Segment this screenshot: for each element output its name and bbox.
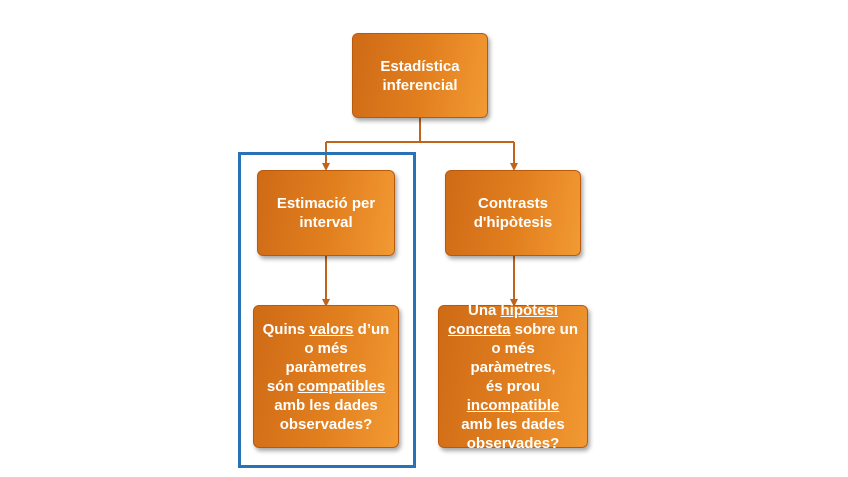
node-estimacio-question: Quins valors d’un o més paràmetres són c… xyxy=(253,305,399,448)
eq-l5: observades? xyxy=(279,415,373,433)
root-label-line1: Estadística xyxy=(380,57,460,75)
cq-l6: amb les dades xyxy=(461,415,565,433)
eq-l1c: d’un xyxy=(353,320,390,338)
estimacio-label-line2: interval xyxy=(299,214,353,231)
node-contrasts-question: Una hipòtesi concreta sobre un o més par… xyxy=(438,301,588,452)
cq-l7: observades? xyxy=(466,434,560,452)
eq-l3a: són xyxy=(266,377,298,395)
eq-l2: o més paràmetres xyxy=(285,339,367,376)
node-contrasts-hipotesis: Contrasts d'hipòtesis xyxy=(445,170,581,256)
cq-l4: és prou xyxy=(485,377,541,395)
cq-keyword-concreta: concreta xyxy=(447,320,511,338)
eq-l1a: Quins xyxy=(262,320,310,338)
contrasts-label-line1: Contrasts xyxy=(477,195,548,212)
eq-keyword-valors: valors xyxy=(309,320,354,338)
cq-l1a: Una xyxy=(467,301,501,319)
eq-l4: amb les dades xyxy=(274,396,378,414)
root-label-line2: inferencial xyxy=(382,76,458,94)
node-estadistica-inferencial: Estadística inferencial xyxy=(352,33,488,118)
estimacio-label-line1: Estimació per xyxy=(276,195,376,212)
highlight-frame-estimacio xyxy=(238,152,416,468)
contrasts-label-line2: d'hipòtesis xyxy=(473,214,553,231)
cq-keyword-hipotesi: hipòtesi xyxy=(500,301,559,319)
cq-l2b: sobre un xyxy=(510,320,579,338)
cq-l3: o més paràmetres, xyxy=(470,339,556,376)
eq-keyword-compatibles: compatibles xyxy=(297,377,386,395)
node-estimacio-per-interval: Estimació per interval xyxy=(257,170,395,256)
cq-keyword-incompatible: incompatible xyxy=(466,396,560,414)
